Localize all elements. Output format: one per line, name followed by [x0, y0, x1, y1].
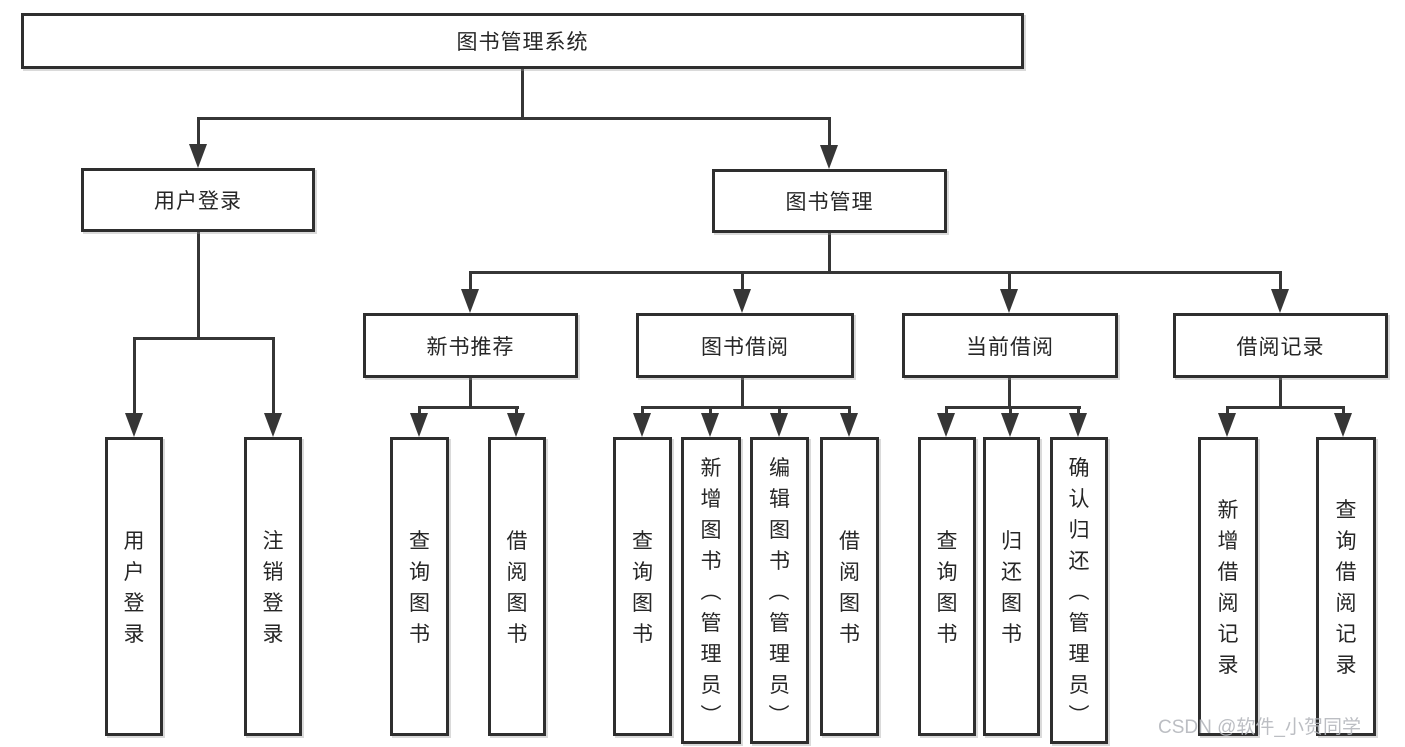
arrow-down-icon	[1271, 289, 1289, 313]
node-leaf-br-add-record-label: 新增借阅记录	[1217, 499, 1239, 677]
node-leaf-bb-query-books-label: 查询图书	[632, 530, 653, 646]
node-leaf-bb-borrow-books-label: 借阅图书	[839, 530, 860, 646]
connector-userlogin-stub	[197, 232, 200, 340]
arrow-down-icon	[189, 144, 207, 168]
connector-drop	[741, 271, 744, 293]
connector-drop	[418, 406, 421, 418]
connector-drop	[1226, 406, 1229, 418]
arrow-down-icon	[937, 413, 955, 437]
connector-drop	[133, 337, 136, 417]
connector-root-stub	[521, 69, 524, 120]
connector-drop	[1008, 271, 1011, 293]
connector-stub	[741, 378, 744, 408]
connector-l2-hline	[469, 271, 1282, 274]
node-leaf-cb-query-books: 查询图书	[918, 437, 976, 736]
node-user-login-label: 用户登录	[154, 190, 242, 213]
node-leaf-user-login-label: 用户登录	[123, 530, 145, 646]
arrow-down-icon	[410, 413, 428, 437]
arrow-down-icon	[820, 145, 838, 169]
connector-drop	[1077, 406, 1080, 418]
connector-hline	[418, 406, 519, 409]
node-borrowing-records: 借阅记录	[1173, 313, 1388, 378]
connector-drop	[1342, 406, 1345, 418]
node-leaf-bb-query-books: 查询图书	[613, 437, 672, 736]
node-root: 图书管理系统	[21, 13, 1024, 69]
node-leaf-bb-edit-books-label: 编辑图书（管理员）	[766, 456, 791, 726]
csdn-watermark: CSDN @软件_小贺同学	[1158, 717, 1361, 738]
node-leaf-bb-borrow-books: 借阅图书	[820, 437, 879, 736]
connector-drop	[272, 337, 275, 417]
node-leaf-nb-borrow-books: 借阅图书	[488, 437, 546, 736]
node-leaf-nb-query-books: 查询图书	[390, 437, 449, 736]
arrow-down-icon	[1218, 413, 1236, 437]
node-user-login: 用户登录	[81, 168, 315, 232]
node-leaf-logout: 注销登录	[244, 437, 302, 736]
arrow-down-icon	[733, 289, 751, 313]
node-book-management-label: 图书管理	[785, 191, 874, 214]
connector-drop	[945, 406, 948, 418]
node-leaf-bb-edit-books: 编辑图书（管理员）	[750, 437, 809, 744]
connector-drop	[1009, 406, 1012, 418]
connector-drop	[709, 406, 712, 418]
connector-drop	[641, 406, 644, 418]
connector-hline	[945, 406, 1081, 409]
connector-stub	[1008, 378, 1011, 408]
connector-drop	[197, 117, 200, 150]
node-book-borrowing: 图书借阅	[636, 313, 854, 378]
node-current-borrowing-label: 当前借阅	[966, 335, 1054, 359]
node-leaf-cb-confirm-return-label: 确认归还（管理员）	[1066, 456, 1090, 726]
connector-hline	[1226, 406, 1345, 409]
connector-userlogin-hline	[133, 337, 275, 340]
arrow-down-icon	[633, 413, 651, 437]
arrow-down-icon	[461, 289, 479, 313]
arrow-down-icon	[701, 413, 719, 437]
node-leaf-bb-add-books-label: 新增图书（管理员）	[698, 456, 722, 726]
arrow-down-icon	[125, 413, 143, 437]
connector-hline	[641, 406, 851, 409]
connector-stub	[469, 378, 472, 408]
arrow-down-icon	[1069, 413, 1087, 437]
node-leaf-bb-add-books: 新增图书（管理员）	[681, 437, 741, 744]
connector-l1-hline	[197, 117, 831, 120]
connector-stub	[1279, 378, 1282, 408]
node-new-book-recommend: 新书推荐	[363, 313, 578, 378]
connector-drop	[778, 406, 781, 418]
connector-drop	[515, 406, 518, 418]
node-leaf-logout-label: 注销登录	[262, 530, 284, 646]
arrow-down-icon	[1001, 413, 1019, 437]
arrow-down-icon	[770, 413, 788, 437]
node-current-borrowing: 当前借阅	[902, 313, 1118, 378]
arrow-down-icon	[264, 413, 282, 437]
node-leaf-cb-confirm-return: 确认归还（管理员）	[1050, 437, 1108, 744]
node-borrowing-records-label: 借阅记录	[1236, 335, 1325, 359]
connector-drop	[1279, 271, 1282, 293]
node-leaf-nb-query-books-label: 查询图书	[409, 530, 430, 646]
connector-bookmgmt-stub	[828, 233, 831, 273]
node-leaf-br-query-record: 查询借阅记录	[1316, 437, 1376, 736]
arrow-down-icon	[1334, 413, 1352, 437]
node-leaf-cb-query-books-label: 查询图书	[936, 530, 958, 646]
node-root-label: 图书管理系统	[456, 31, 589, 54]
node-new-book-recommend-label: 新书推荐	[426, 335, 515, 359]
connector-drop	[469, 271, 472, 293]
node-book-management: 图书管理	[712, 169, 947, 233]
node-leaf-br-add-record: 新增借阅记录	[1198, 437, 1258, 736]
node-leaf-cb-return-books: 归还图书	[983, 437, 1040, 736]
arrow-down-icon	[507, 413, 525, 437]
node-leaf-user-login: 用户登录	[105, 437, 163, 736]
arrow-down-icon	[1000, 289, 1018, 313]
node-leaf-br-query-record-label: 查询借阅记录	[1335, 499, 1357, 677]
connector-drop	[848, 406, 851, 418]
node-leaf-cb-return-books-label: 归还图书	[1001, 530, 1022, 646]
node-leaf-nb-borrow-books-label: 借阅图书	[506, 530, 528, 646]
arrow-down-icon	[840, 413, 858, 437]
node-book-borrowing-label: 图书借阅	[701, 335, 789, 359]
connector-drop	[828, 117, 831, 151]
